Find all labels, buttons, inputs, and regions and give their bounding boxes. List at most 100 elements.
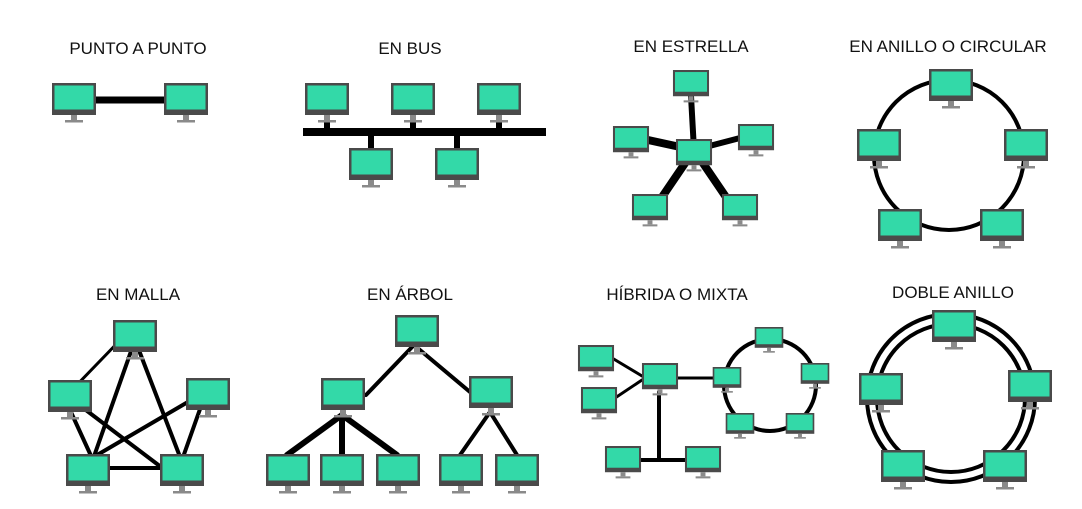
computer-monitor-icon xyxy=(113,320,157,360)
monitor-neck xyxy=(458,486,464,491)
monitor-base xyxy=(389,491,407,494)
computers xyxy=(48,69,1052,494)
monitor-base xyxy=(490,120,508,123)
computer-monitor-icon xyxy=(641,363,679,396)
monitor-base xyxy=(404,120,422,123)
monitor-neck xyxy=(593,371,599,376)
monitor-base xyxy=(177,120,195,123)
monitor-neck xyxy=(657,389,663,394)
monitor-screen xyxy=(497,456,537,481)
monitor-screen xyxy=(115,322,155,347)
computer-monitor-icon xyxy=(164,83,208,123)
monitor-base xyxy=(318,120,336,123)
monitor-screen xyxy=(634,196,666,216)
monitor-screen xyxy=(861,375,901,400)
monitor-screen xyxy=(985,452,1025,477)
computer-monitor-icon xyxy=(800,363,830,389)
computer-monitor-icon xyxy=(684,446,722,479)
monitor-base xyxy=(734,437,746,439)
computer-monitor-icon xyxy=(672,70,710,103)
computer-monitor-icon xyxy=(675,139,713,172)
monitor-neck xyxy=(1002,482,1008,487)
monitor-base xyxy=(942,106,960,109)
mesh-link xyxy=(133,338,184,464)
monitor-neck xyxy=(1023,161,1029,166)
monitor-neck xyxy=(488,408,494,413)
monitor-screen xyxy=(351,150,391,175)
monitor-neck xyxy=(410,115,416,120)
monitor-base xyxy=(173,491,191,494)
monitor-base xyxy=(652,393,668,396)
monitor-base xyxy=(199,415,217,418)
computer-monitor-icon xyxy=(721,194,759,227)
monitor-neck xyxy=(514,486,520,491)
monitor-base xyxy=(623,156,639,159)
monitor-screen xyxy=(982,211,1022,236)
monitor-neck xyxy=(878,405,884,410)
monitor-neck xyxy=(454,180,460,185)
monitor-neck xyxy=(183,115,189,120)
monitor-neck xyxy=(71,115,77,120)
monitor-neck xyxy=(1027,402,1033,407)
computer-monitor-icon xyxy=(631,194,669,227)
computer-monitor-icon xyxy=(754,327,784,353)
computer-monitor-icon xyxy=(859,373,903,413)
monitor-base xyxy=(683,100,699,103)
computer-monitor-icon xyxy=(435,148,479,188)
monitor-base xyxy=(279,491,297,494)
monitor-base xyxy=(61,417,79,420)
monitor-neck xyxy=(738,433,742,438)
title-en-anillo: EN ANILLO O CIRCULAR xyxy=(849,37,1046,56)
monitor-base xyxy=(1021,407,1039,410)
monitor-neck xyxy=(999,241,1005,246)
computer-monitor-icon xyxy=(604,446,642,479)
monitor-screen xyxy=(931,71,971,96)
monitor-screen xyxy=(787,414,813,431)
monitor-neck xyxy=(700,472,706,477)
monitor-neck xyxy=(414,347,420,352)
monitor-screen xyxy=(50,382,90,407)
monitor-neck xyxy=(948,101,954,106)
monitor-screen xyxy=(934,312,974,337)
monitor-neck xyxy=(339,486,345,491)
computer-monitor-icon xyxy=(495,454,539,494)
tree-link xyxy=(488,410,519,457)
monitor-screen xyxy=(714,368,740,385)
monitor-screen xyxy=(880,211,920,236)
hybrid-link xyxy=(610,356,644,378)
monitor-base xyxy=(721,391,733,393)
monitor-base xyxy=(794,437,806,439)
monitor-screen xyxy=(615,128,647,148)
monitor-base xyxy=(748,154,764,157)
monitor-screen xyxy=(166,85,206,110)
computer-monitor-icon xyxy=(321,378,365,418)
monitor-neck xyxy=(737,220,743,225)
monitor-neck xyxy=(647,220,653,225)
computer-monitor-icon xyxy=(737,124,775,157)
monitor-screen xyxy=(583,389,615,409)
monitor-screen xyxy=(1006,131,1046,156)
monitor-neck xyxy=(767,347,771,352)
title-hibrida: HÍBRIDA O MIXTA xyxy=(606,285,748,304)
monitor-screen xyxy=(322,456,362,481)
monitor-base xyxy=(642,224,658,227)
computer-monitor-icon xyxy=(66,454,110,494)
computer-monitor-icon xyxy=(878,209,922,249)
monitor-screen xyxy=(479,85,519,110)
monitor-screen xyxy=(188,380,228,405)
monitor-screen xyxy=(675,72,707,92)
title-doble-anillo: DOBLE ANILLO xyxy=(892,283,1014,302)
monitor-screen xyxy=(437,150,477,175)
monitor-screen xyxy=(883,452,923,477)
computer-monitor-icon xyxy=(983,450,1027,490)
monitor-base xyxy=(872,410,890,413)
tree-link xyxy=(284,412,345,458)
monitor-neck xyxy=(496,115,502,120)
computer-monitor-icon xyxy=(477,83,521,123)
computer-monitor-icon xyxy=(712,367,742,393)
monitor-base xyxy=(588,375,604,378)
monitor-neck xyxy=(395,486,401,491)
tree-link xyxy=(458,410,492,457)
monitor-neck xyxy=(340,410,346,415)
computer-monitor-icon xyxy=(580,387,618,420)
